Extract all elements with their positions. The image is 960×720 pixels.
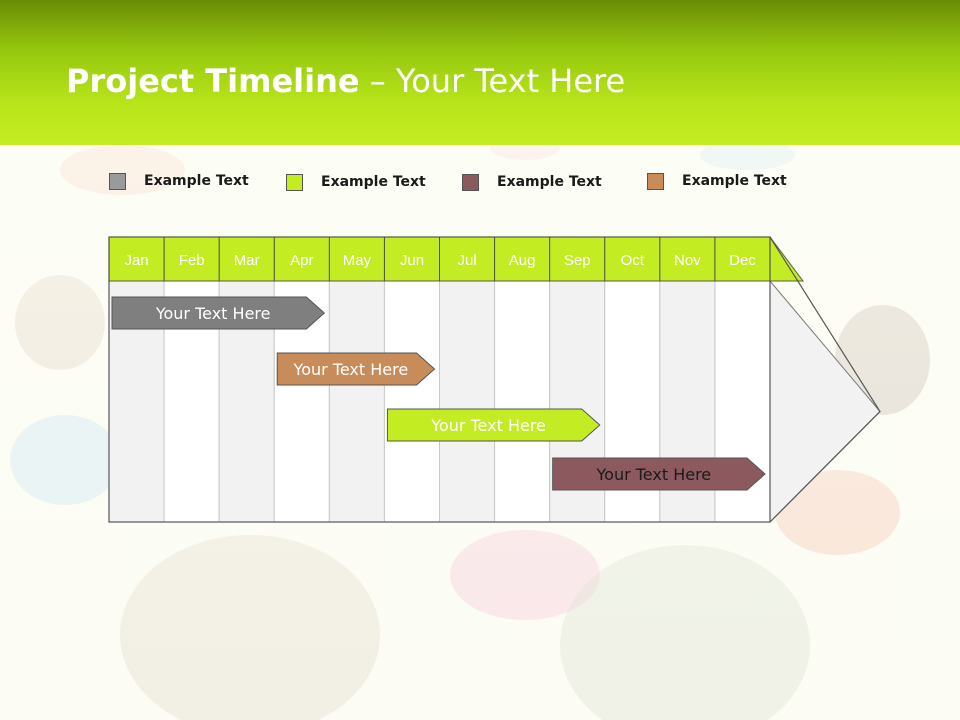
legend-item-2: Example Text <box>286 172 426 192</box>
legend-label: Example Text <box>497 174 602 190</box>
legend-swatch <box>109 172 126 190</box>
legend-item-3: Example Text <box>462 172 602 192</box>
task-bar-label: Your Text Here <box>430 416 546 435</box>
task-bar-label: Your Text Here <box>155 304 271 323</box>
month-column <box>494 280 551 523</box>
legend-item-1: Example Text <box>109 171 249 191</box>
header-band: Project Timeline – Your Text Here <box>0 0 960 145</box>
legend-label: Example Text <box>682 173 787 189</box>
month-label: Apr <box>290 252 313 269</box>
month-label: Dec <box>729 252 756 269</box>
legend-swatch <box>286 173 303 191</box>
task-bar-label: Your Text Here <box>293 360 409 379</box>
task-bar-label: Your Text Here <box>596 465 712 484</box>
legend-swatch <box>647 172 664 190</box>
month-label: Jan <box>124 252 148 269</box>
month-label: Jul <box>457 252 476 269</box>
month-label: Jun <box>400 252 424 269</box>
month-column <box>383 280 440 523</box>
month-label: Feb <box>179 252 205 269</box>
task-bar <box>276 352 436 386</box>
month-label: Nov <box>674 252 701 269</box>
month-label: Sep <box>564 252 591 269</box>
month-label: Oct <box>621 252 645 269</box>
task-bar <box>552 457 766 491</box>
page-title: Project Timeline – Your Text Here <box>66 58 625 104</box>
month-column <box>328 280 385 523</box>
timeline-arrow-tip <box>769 236 881 523</box>
legend-item-4: Example Text <box>647 171 787 191</box>
month-label: May <box>343 252 372 269</box>
month-label: Aug <box>509 252 536 269</box>
title-rest: – Your Text Here <box>359 62 626 100</box>
legend-label: Example Text <box>144 173 249 189</box>
legend-swatch <box>462 173 479 191</box>
month-column <box>439 280 496 523</box>
task-bar <box>111 296 326 330</box>
legend-label: Example Text <box>321 174 426 190</box>
month-label: Mar <box>234 252 260 269</box>
task-bar <box>386 408 601 442</box>
title-bold: Project Timeline <box>66 62 360 100</box>
